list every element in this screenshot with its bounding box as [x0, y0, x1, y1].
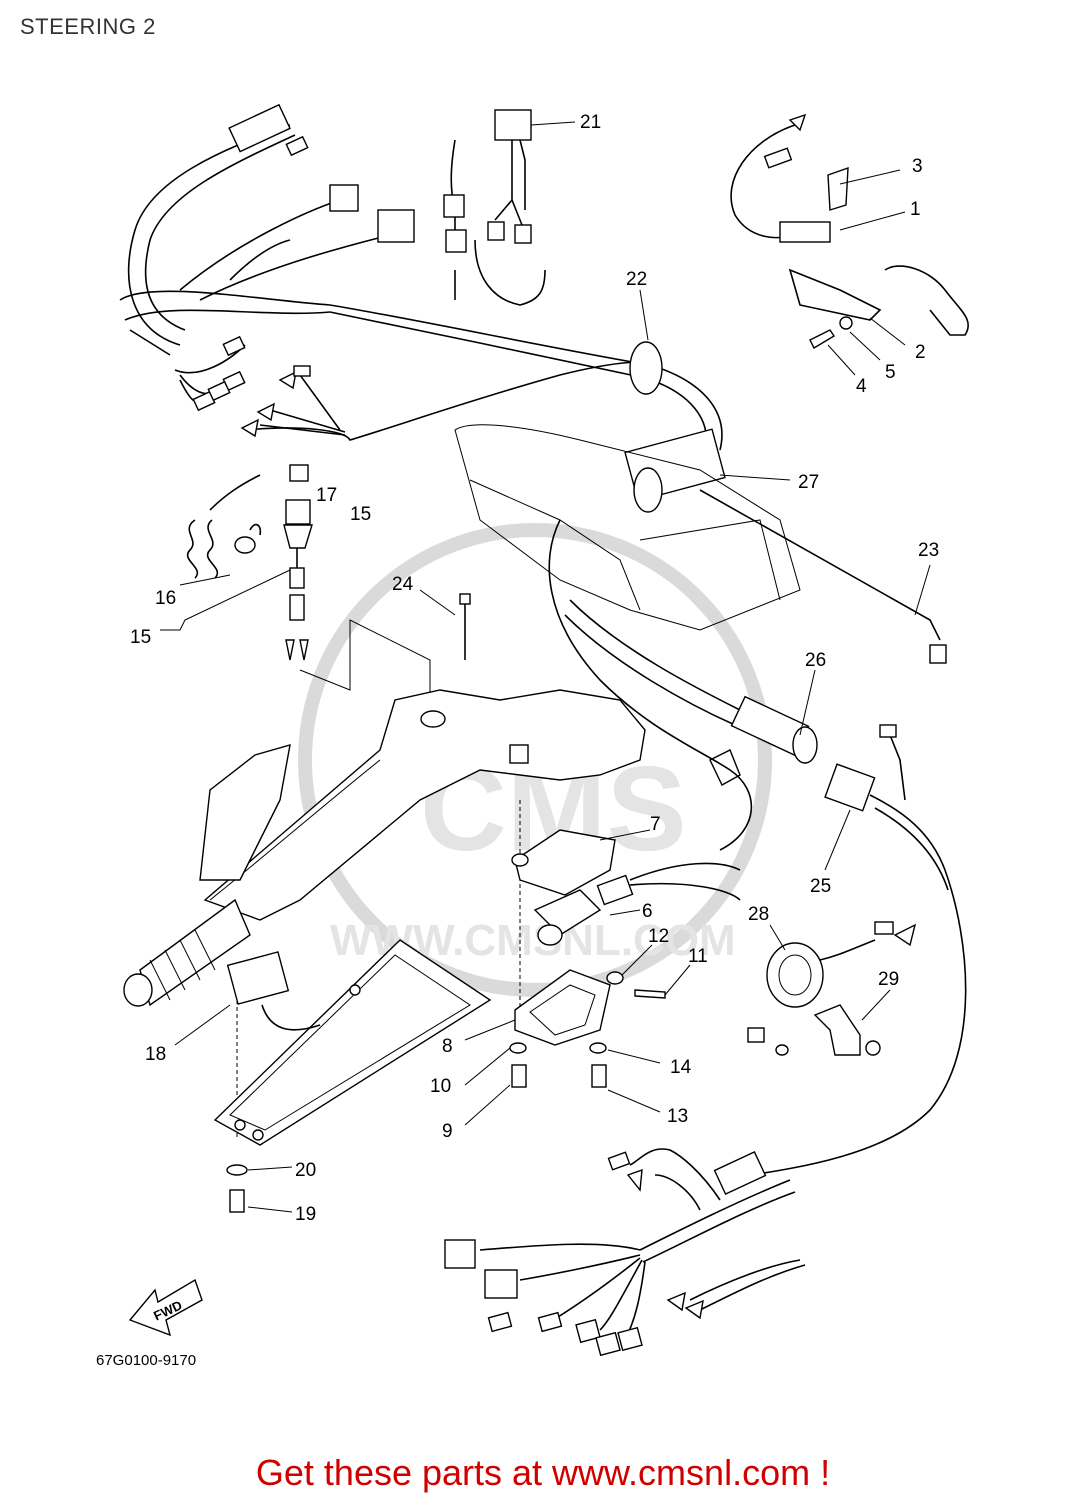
part-15-kill-switch	[160, 464, 313, 661]
part-label-16: 16	[155, 588, 176, 609]
remote-control-housing	[454, 424, 801, 631]
part-label-7: 7	[650, 814, 661, 835]
part-label-1: 1	[910, 199, 921, 220]
part-22-cable-tie	[629, 289, 663, 395]
part-label-6: 6	[642, 901, 653, 922]
leader-lines	[236, 619, 521, 1140]
part-label-15a: 15	[350, 504, 371, 525]
drawing-code: 67G0100-9170	[96, 1352, 197, 1369]
part-label-23: 23	[918, 540, 939, 561]
part-24-tie	[419, 589, 471, 660]
part-label-3: 3	[912, 156, 923, 177]
part-7-cover	[509, 744, 651, 896]
part-label-17: 17	[316, 485, 337, 506]
part-27-connector	[624, 428, 791, 513]
footer-link[interactable]: Get these parts at www.cmsnl.com !	[255, 1452, 831, 1493]
part-label-13: 13	[667, 1106, 688, 1127]
part-label-28: 28	[748, 904, 769, 925]
part-28-buzzer	[766, 921, 917, 1008]
part-label-10: 10	[430, 1076, 451, 1097]
page-title: STEERING 2	[20, 14, 156, 39]
part-label-11: 11	[688, 946, 708, 967]
part-label-19: 19	[295, 1204, 316, 1225]
part-label-8: 8	[442, 1036, 453, 1057]
part-label-26: 26	[805, 650, 826, 671]
main-wire-harness	[119, 103, 723, 451]
part-label-29: 29	[878, 969, 899, 990]
fwd-direction-arrow: FWD	[128, 1278, 203, 1337]
part-18-switch	[174, 951, 321, 1046]
part-label-15b: 15	[130, 627, 151, 648]
part-label-12: 12	[648, 926, 669, 947]
part-labels: 1 2 3 4 5 6 7 8 9 10 11 12 13 14 15 15 1…	[130, 112, 939, 1225]
part-label-21: 21	[580, 112, 601, 133]
wire-clamp	[548, 519, 753, 851]
part-29-bracket	[747, 989, 891, 1056]
part-label-4: 4	[856, 376, 867, 397]
part-21-connectors	[443, 109, 576, 306]
switch-assembly	[730, 113, 969, 376]
part-label-14: 14	[670, 1057, 692, 1078]
holder-assembly	[464, 944, 691, 1126]
part-label-22: 22	[626, 269, 647, 290]
part-label-27: 27	[798, 472, 819, 493]
part-25-connector	[719, 724, 967, 1181]
part-26-connector	[564, 599, 818, 764]
bottom-plate	[213, 939, 492, 1146]
part-label-9: 9	[442, 1121, 453, 1142]
part-label-18: 18	[145, 1044, 166, 1065]
part-label-25: 25	[810, 876, 831, 897]
part-label-5: 5	[885, 362, 896, 383]
part-label-24: 24	[392, 574, 414, 595]
part-23-lead	[699, 489, 947, 664]
steering-handle	[123, 689, 646, 1007]
lower-wire-harness	[444, 1148, 806, 1357]
part-label-2: 2	[915, 342, 926, 363]
parts-19-20	[226, 1164, 293, 1213]
part-label-20: 20	[295, 1160, 316, 1181]
part-6-key-switch	[533, 862, 741, 946]
